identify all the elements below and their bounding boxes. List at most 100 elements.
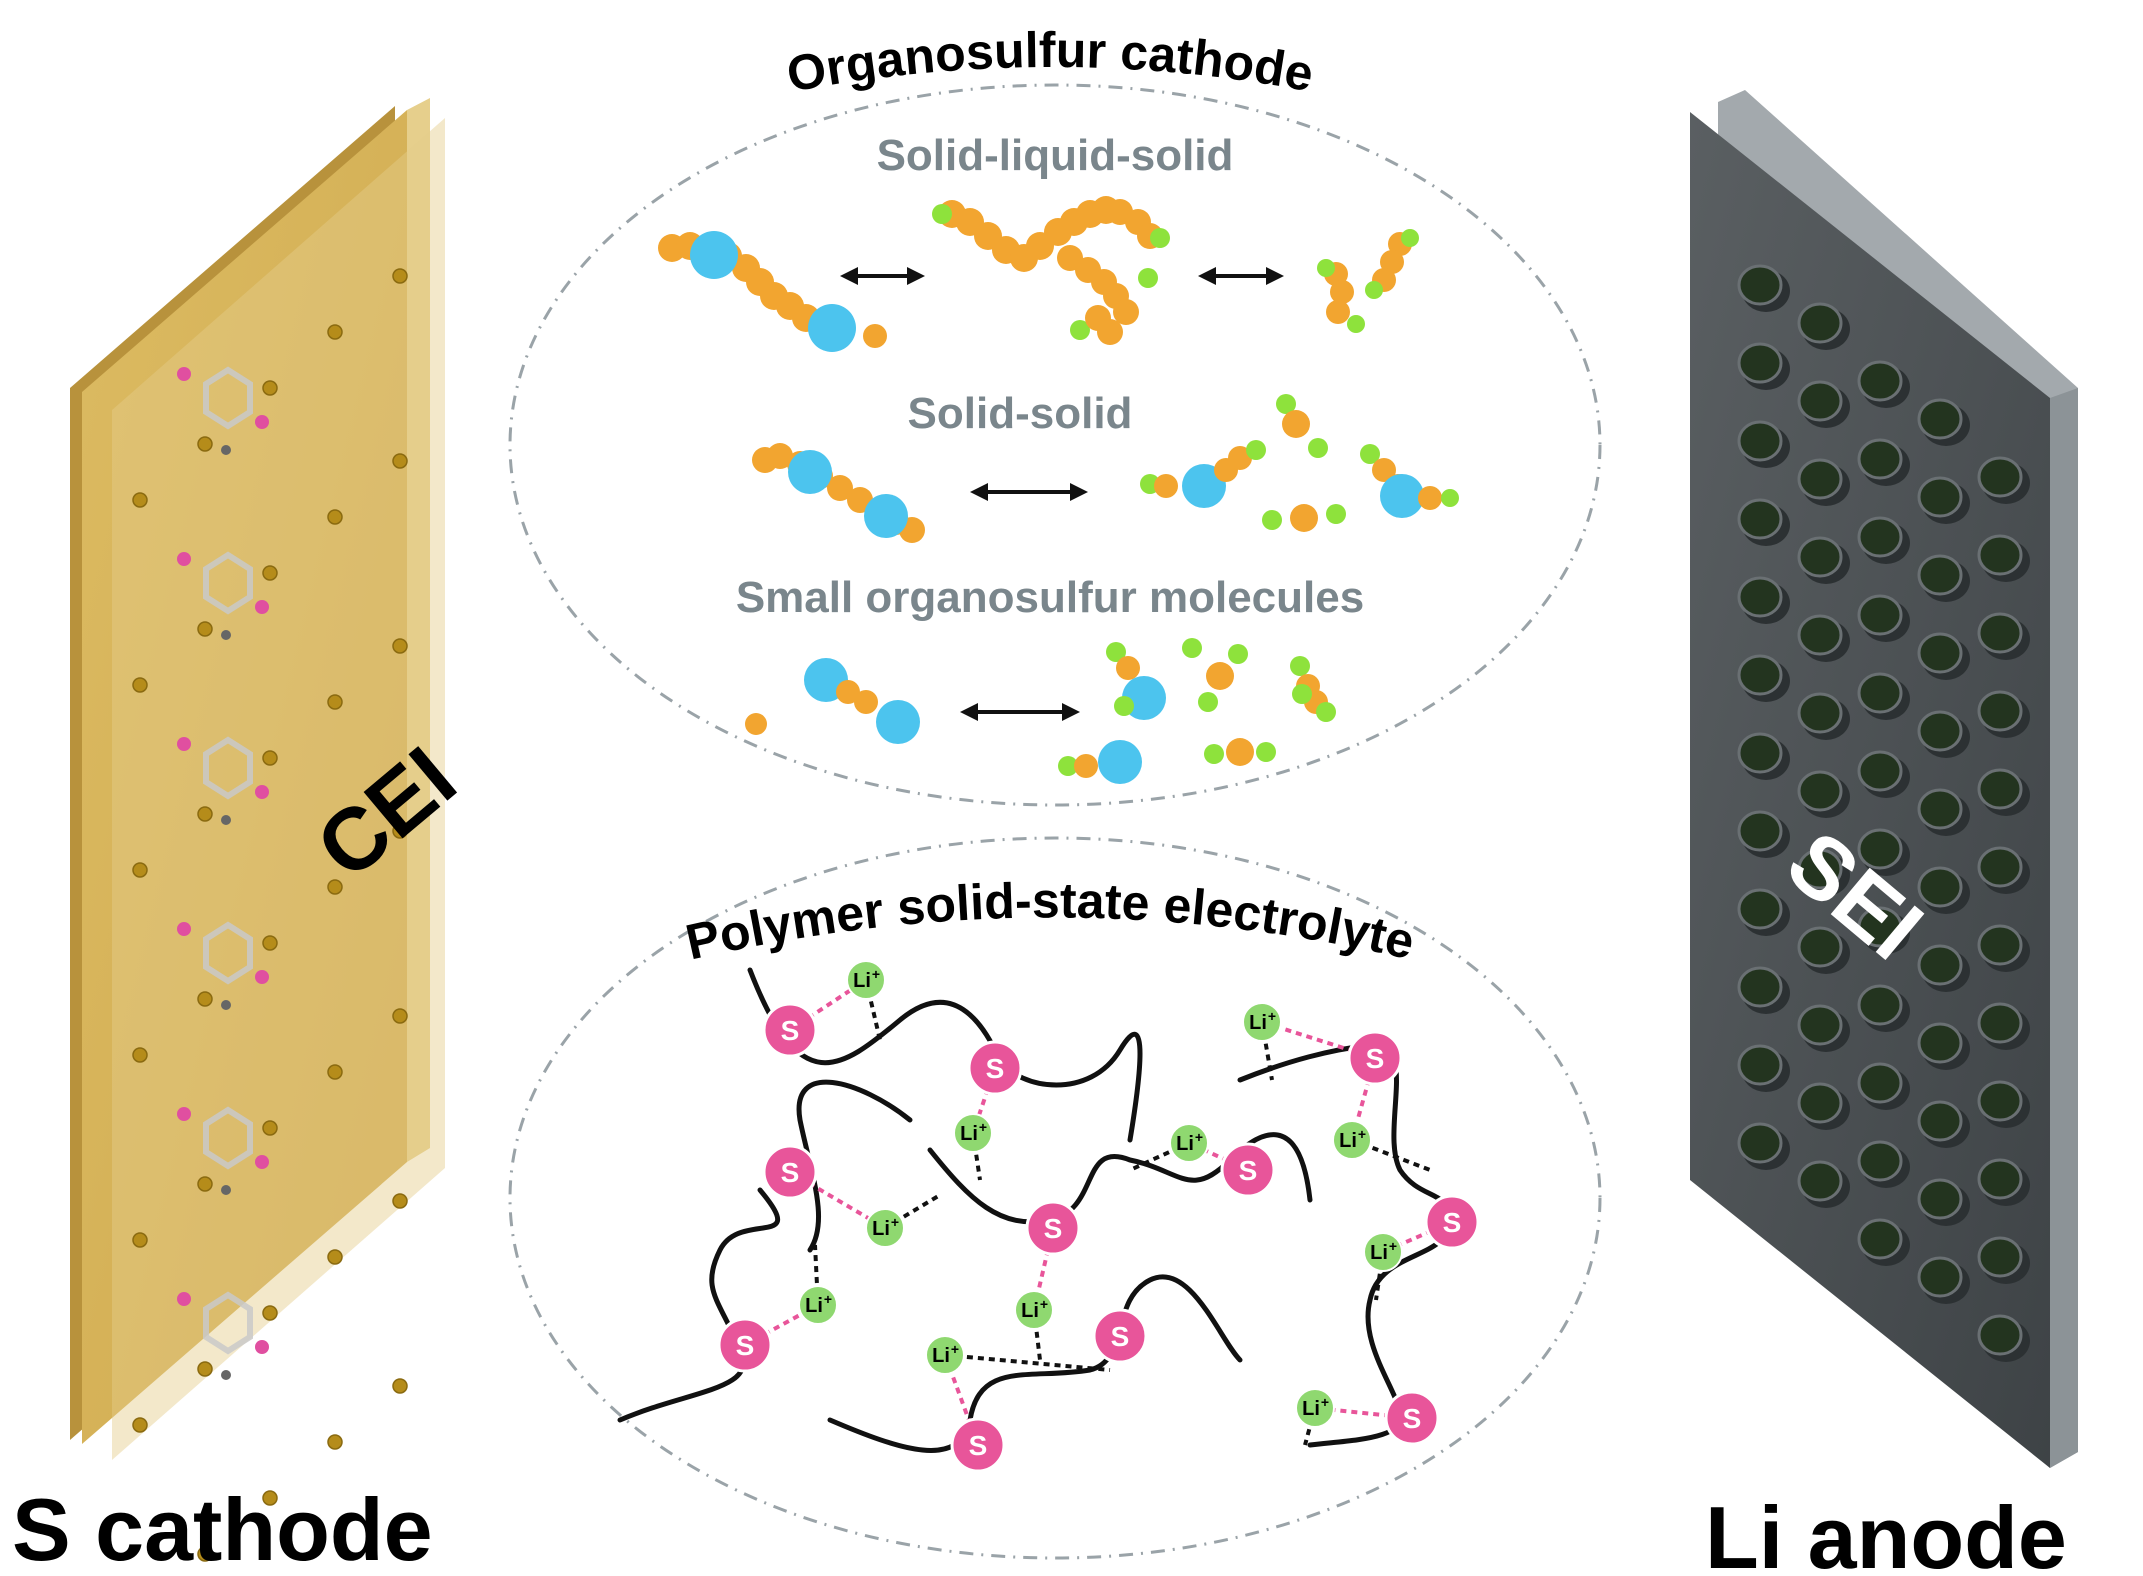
pit: [1737, 1122, 1783, 1164]
sulfur-site: S: [1220, 1142, 1276, 1198]
sulfur-site-label: S: [1403, 1403, 1422, 1434]
sulfur-bead: [1418, 486, 1442, 510]
sulfur-dot: [392, 268, 408, 284]
li-ion-circle: [1295, 1388, 1335, 1428]
li-ion-circle: [1014, 1290, 1054, 1330]
polymer-chain: [927, 1132, 1313, 1225]
sulfur-bead: [1206, 662, 1234, 690]
sulfur-dot: [392, 1193, 408, 1209]
sulfur-bead: [1330, 280, 1354, 304]
pit: [1737, 264, 1783, 306]
sulfur-bead: [863, 324, 887, 348]
li-ion: Li+: [953, 1113, 993, 1153]
end-group-bead: [1262, 510, 1282, 530]
sulfur-site-label: S: [986, 1053, 1005, 1084]
arrow-head-right: [1062, 703, 1080, 721]
pit: [1737, 888, 1783, 930]
sulfur-site-label: S: [1443, 1207, 1462, 1238]
pit: [1797, 770, 1843, 812]
sulfur-dot: [262, 1120, 278, 1136]
sulfur-dot: [262, 1305, 278, 1321]
benzene-ring: [177, 1106, 269, 1195]
sulfur-site: S: [967, 1040, 1023, 1096]
pit: [1737, 576, 1783, 618]
sulfur-bead: [1226, 738, 1254, 766]
sulfur-site-circle: [967, 1040, 1023, 1096]
pit: [1797, 536, 1843, 578]
sulfur-site-circle: [1025, 1200, 1081, 1256]
sulfur-atom: [177, 1292, 191, 1306]
organosulfur-cathode-panel: Organosulfur cathode Solid-liquid-solid …: [508, 22, 1602, 807]
sulfur-site: S: [950, 1417, 1006, 1473]
conversion-arrows: [840, 267, 1284, 721]
polymer-chain: [796, 1079, 913, 1253]
sulfur-site-label: S: [1366, 1043, 1385, 1074]
li-ion: Li+: [1295, 1388, 1335, 1428]
anode-label: Li anode: [1705, 1488, 2067, 1576]
organic-group-bead: [876, 700, 920, 744]
sulfur-site: S: [762, 1002, 818, 1058]
sulfur-atom: [177, 552, 191, 566]
cathode-label: S cathode: [12, 1480, 433, 1576]
pit: [1977, 924, 2023, 966]
sulfur-site: S: [717, 1317, 773, 1373]
pit: [1797, 380, 1843, 422]
li-ion: Li+: [1014, 1290, 1054, 1330]
end-group-bead: [1401, 229, 1419, 247]
sulfur-dot: [197, 436, 213, 452]
organosulfur-molecules: [658, 196, 1459, 784]
sulfur-dot: [197, 1361, 213, 1377]
sulfur-site-label: S: [736, 1330, 755, 1361]
li-ion-label: Li: [1339, 1130, 1357, 1152]
li-ion-label: Li: [872, 1218, 890, 1240]
sulfur-site-circle: [1347, 1030, 1403, 1086]
anode-surface-pattern: [1737, 264, 2030, 1362]
sulfur-bead: [745, 713, 767, 735]
li-ion-charge: +: [1268, 1008, 1276, 1024]
benzene-ring: [177, 1291, 269, 1380]
pit: [1917, 398, 1963, 440]
ring-outline: [203, 551, 253, 615]
li-ion: Li+: [925, 1335, 965, 1375]
pit: [1857, 672, 1903, 714]
sulfur-bead: [836, 680, 860, 704]
sulfur-site: S: [762, 1144, 818, 1200]
pit: [1857, 438, 1903, 480]
pit: [1737, 966, 1783, 1008]
sulfur-dot: [132, 1232, 148, 1248]
li-ion: Li+: [1332, 1120, 1372, 1160]
arrow-head-left: [970, 483, 988, 501]
li-ion-charge: +: [1358, 1126, 1366, 1142]
sulfur-site-label: S: [1111, 1321, 1130, 1352]
li-ion-circle: [1169, 1123, 1209, 1163]
coordination-bond: [944, 1353, 1111, 1372]
li-ion-circle: [1363, 1232, 1403, 1272]
pit: [1857, 1062, 1903, 1104]
sulfur-site-label: S: [969, 1430, 988, 1461]
end-group-bead: [1182, 638, 1202, 658]
end-group-bead: [1204, 744, 1224, 764]
organosulfur-title: Organosulfur cathode: [783, 22, 1318, 103]
pit: [1737, 810, 1783, 852]
mechanism-solid-liquid-solid: Solid-liquid-solid: [877, 131, 1234, 180]
sulfur-bead: [1372, 458, 1396, 482]
end-group-bead: [1316, 702, 1336, 722]
li-ion: Li+: [1363, 1232, 1403, 1272]
end-group-bead: [1276, 394, 1296, 414]
pit: [1917, 554, 1963, 596]
sulfur-atom: [255, 415, 269, 429]
li-ion-charge: +: [1195, 1129, 1203, 1145]
li-ion-label: Li: [1370, 1242, 1388, 1264]
sulfur-dot: [197, 991, 213, 1007]
sulfur-dot: [392, 453, 408, 469]
li-ion-label: Li: [960, 1123, 978, 1145]
organic-group-bead: [788, 450, 832, 494]
polymer-chain: [617, 1187, 781, 1423]
li-ion-label: Li: [1021, 1300, 1039, 1322]
li-ion-charge: +: [1040, 1296, 1048, 1312]
sulfur-atom: [177, 367, 191, 381]
sulfur-dot: [132, 492, 148, 508]
ring-outline: [203, 1106, 253, 1170]
end-group-bead: [1198, 692, 1218, 712]
pit: [1857, 360, 1903, 402]
